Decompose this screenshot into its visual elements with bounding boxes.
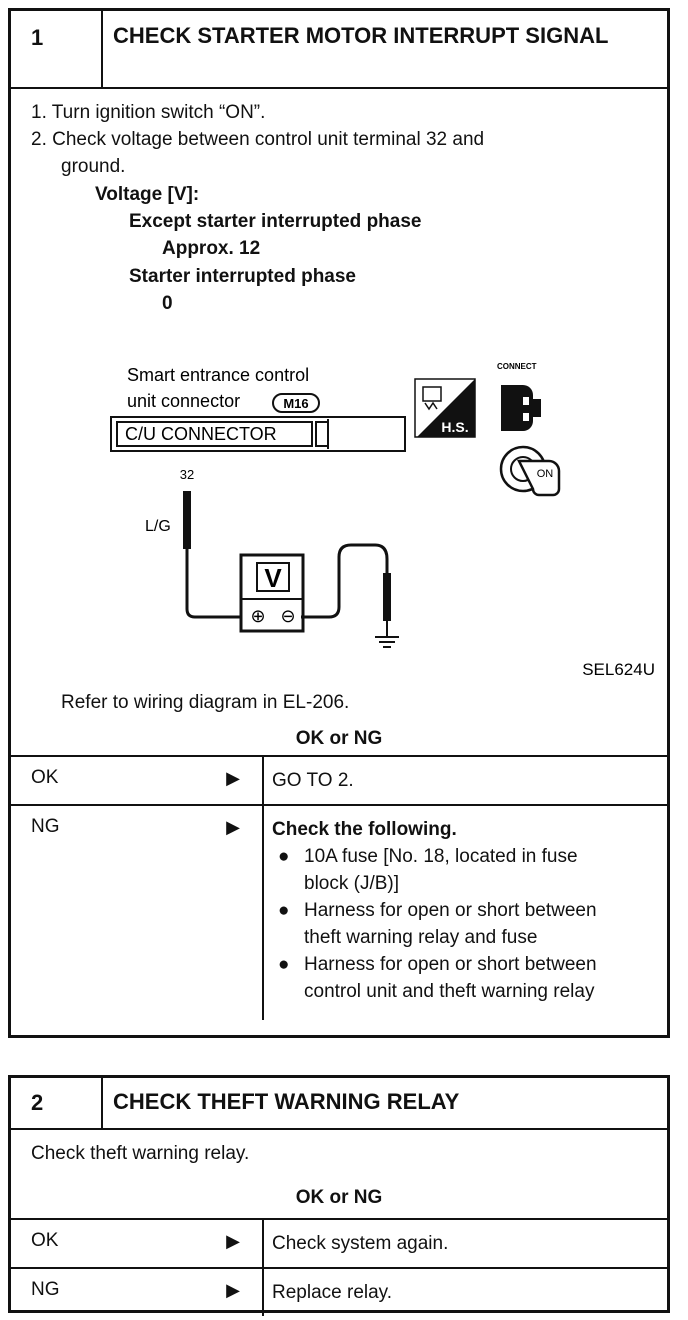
step-2-header: 2 CHECK THEFT WARNING RELAY xyxy=(11,1078,667,1130)
result-row-ng: NG ▶ Replace relay. xyxy=(11,1267,667,1316)
ignition-key-icon: ON xyxy=(499,445,561,497)
step-title: CHECK STARTER MOTOR INTERRUPT SIGNAL xyxy=(113,23,609,48)
wire-color: L/G xyxy=(145,518,171,535)
action-heading: Check the following. xyxy=(272,819,457,840)
spec-heading: Voltage [V]: xyxy=(95,184,200,205)
connector-id: M16 xyxy=(283,396,308,411)
instruction-2-cont: ground. xyxy=(61,156,126,177)
negative-probe xyxy=(383,573,391,621)
bullet-icon: ● xyxy=(278,846,290,867)
bullet-icon: ● xyxy=(278,900,290,921)
wiring-figure: Smart entrance control unit connector M1… xyxy=(110,362,655,679)
result-action: Check system again. xyxy=(272,1233,449,1254)
result-row-ok: OK ▶ Check system again. xyxy=(11,1218,667,1267)
ok-or-ng: OK or NG xyxy=(295,728,383,749)
spec-condition-1: Except starter interrupted phase xyxy=(129,211,422,232)
svg-text:⊖: ⊖ xyxy=(280,606,295,626)
result-label: NG xyxy=(31,816,60,837)
svg-text:CONNECT: CONNECT xyxy=(497,362,537,371)
svg-text:ON: ON xyxy=(537,468,554,480)
step-number: 2 xyxy=(11,1078,103,1128)
spec-value-2: 0 xyxy=(162,293,173,314)
result-row-ok: OK ▶ GO TO 2. xyxy=(11,755,667,804)
result-row-ng: NG ▶ Check the following. ● 10A fuse [No… xyxy=(11,804,667,1020)
step-title: CHECK THEFT WARNING RELAY xyxy=(113,1089,460,1114)
figure-id: SEL624U xyxy=(582,660,655,679)
ok-or-ng: OK or NG xyxy=(295,1187,383,1208)
spec-value-1: Approx. 12 xyxy=(162,238,261,259)
svg-text:V: V xyxy=(264,563,282,593)
connector-id-badge xyxy=(272,393,320,413)
result-label: NG xyxy=(31,1279,60,1300)
ground-icon xyxy=(375,636,399,648)
connector-label-2: unit connector xyxy=(127,391,240,411)
connect-icon: CONNECT xyxy=(497,362,541,431)
arrow-icon: ▶ xyxy=(226,1280,240,1300)
refer-text: Refer to wiring diagram in EL-206. xyxy=(61,692,350,713)
spec-condition-2: Starter interrupted phase xyxy=(129,266,356,287)
instruction-2: 2. Check voltage between control unit te… xyxy=(31,129,485,150)
step-2-box: 2 CHECK THEFT WARNING RELAY Check theft … xyxy=(8,1075,670,1316)
voltmeter-icon: V ⊕ ⊖ xyxy=(239,553,305,633)
svg-text:H.S.: H.S. xyxy=(441,419,468,435)
result-action: Check the following. ● 10A fuse [No. 18,… xyxy=(264,806,667,1020)
step-1-body: 1. Turn ignition switch “ON”. 2. Check v… xyxy=(11,89,667,755)
result-action: Replace relay. xyxy=(272,1282,393,1303)
instruction: Check theft warning relay. xyxy=(31,1143,250,1164)
step-1-box: 1 CHECK STARTER MOTOR INTERRUPT SIGNAL 1… xyxy=(8,8,670,1038)
harness-connector-icon: H.S. xyxy=(414,378,476,438)
connector-label-frame xyxy=(116,421,313,447)
svg-text:⊕: ⊕ xyxy=(250,606,265,626)
connector-latch xyxy=(315,421,329,447)
terminal-number: 32 xyxy=(180,467,194,482)
connector-name: C/U CONNECTOR xyxy=(125,424,277,444)
arrow-icon: ▶ xyxy=(226,768,240,788)
connector-body xyxy=(110,416,406,452)
step-2-body: Check theft warning relay. OK or NG xyxy=(11,1130,667,1218)
result-label: OK xyxy=(31,1230,59,1251)
arrow-icon: ▶ xyxy=(226,817,240,837)
result-label: OK xyxy=(31,767,59,788)
result-action: GO TO 2. xyxy=(272,770,354,791)
connector-label-1: Smart entrance control xyxy=(127,365,309,385)
instruction-1: 1. Turn ignition switch “ON”. xyxy=(31,102,266,123)
positive-probe xyxy=(183,491,191,549)
arrow-icon: ▶ xyxy=(226,1231,240,1251)
step-number: 1 xyxy=(11,11,103,87)
step-1-header: 1 CHECK STARTER MOTOR INTERRUPT SIGNAL xyxy=(11,11,667,89)
bullet-icon: ● xyxy=(278,954,290,975)
